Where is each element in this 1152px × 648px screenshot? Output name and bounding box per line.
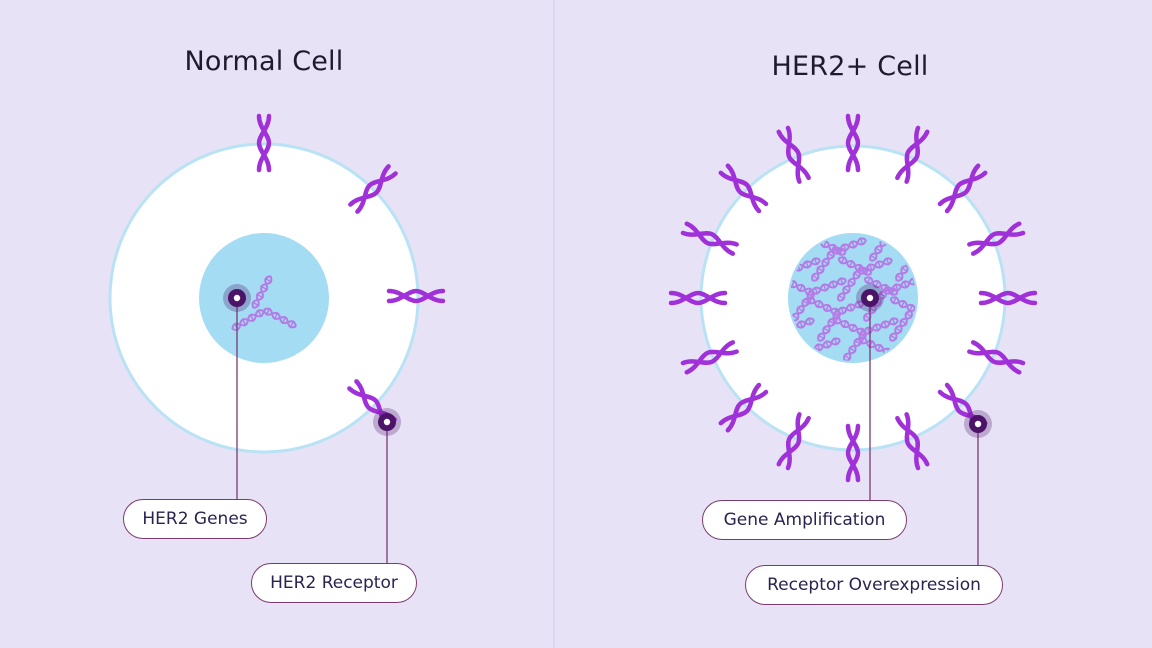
her2-receptor-label: HER2 Receptor [251,563,417,603]
gene-amplification-label: Gene Amplification [702,500,907,540]
gene-amplification-marker [856,284,884,312]
her2-genes-label: HER2 Genes [123,499,267,539]
her2-receptor-marker [373,408,401,436]
her2-genes-marker [223,284,251,312]
receptor-callout-line [387,422,417,582]
normal-cell-nucleus [199,233,329,363]
her2-cell-title: HER2+ Cell [772,51,929,82]
receptor-overexpression-marker [964,410,992,438]
normal-cell-title: Normal Cell [185,46,344,77]
receptor-overexpression-label: Receptor Overexpression [745,565,1003,605]
